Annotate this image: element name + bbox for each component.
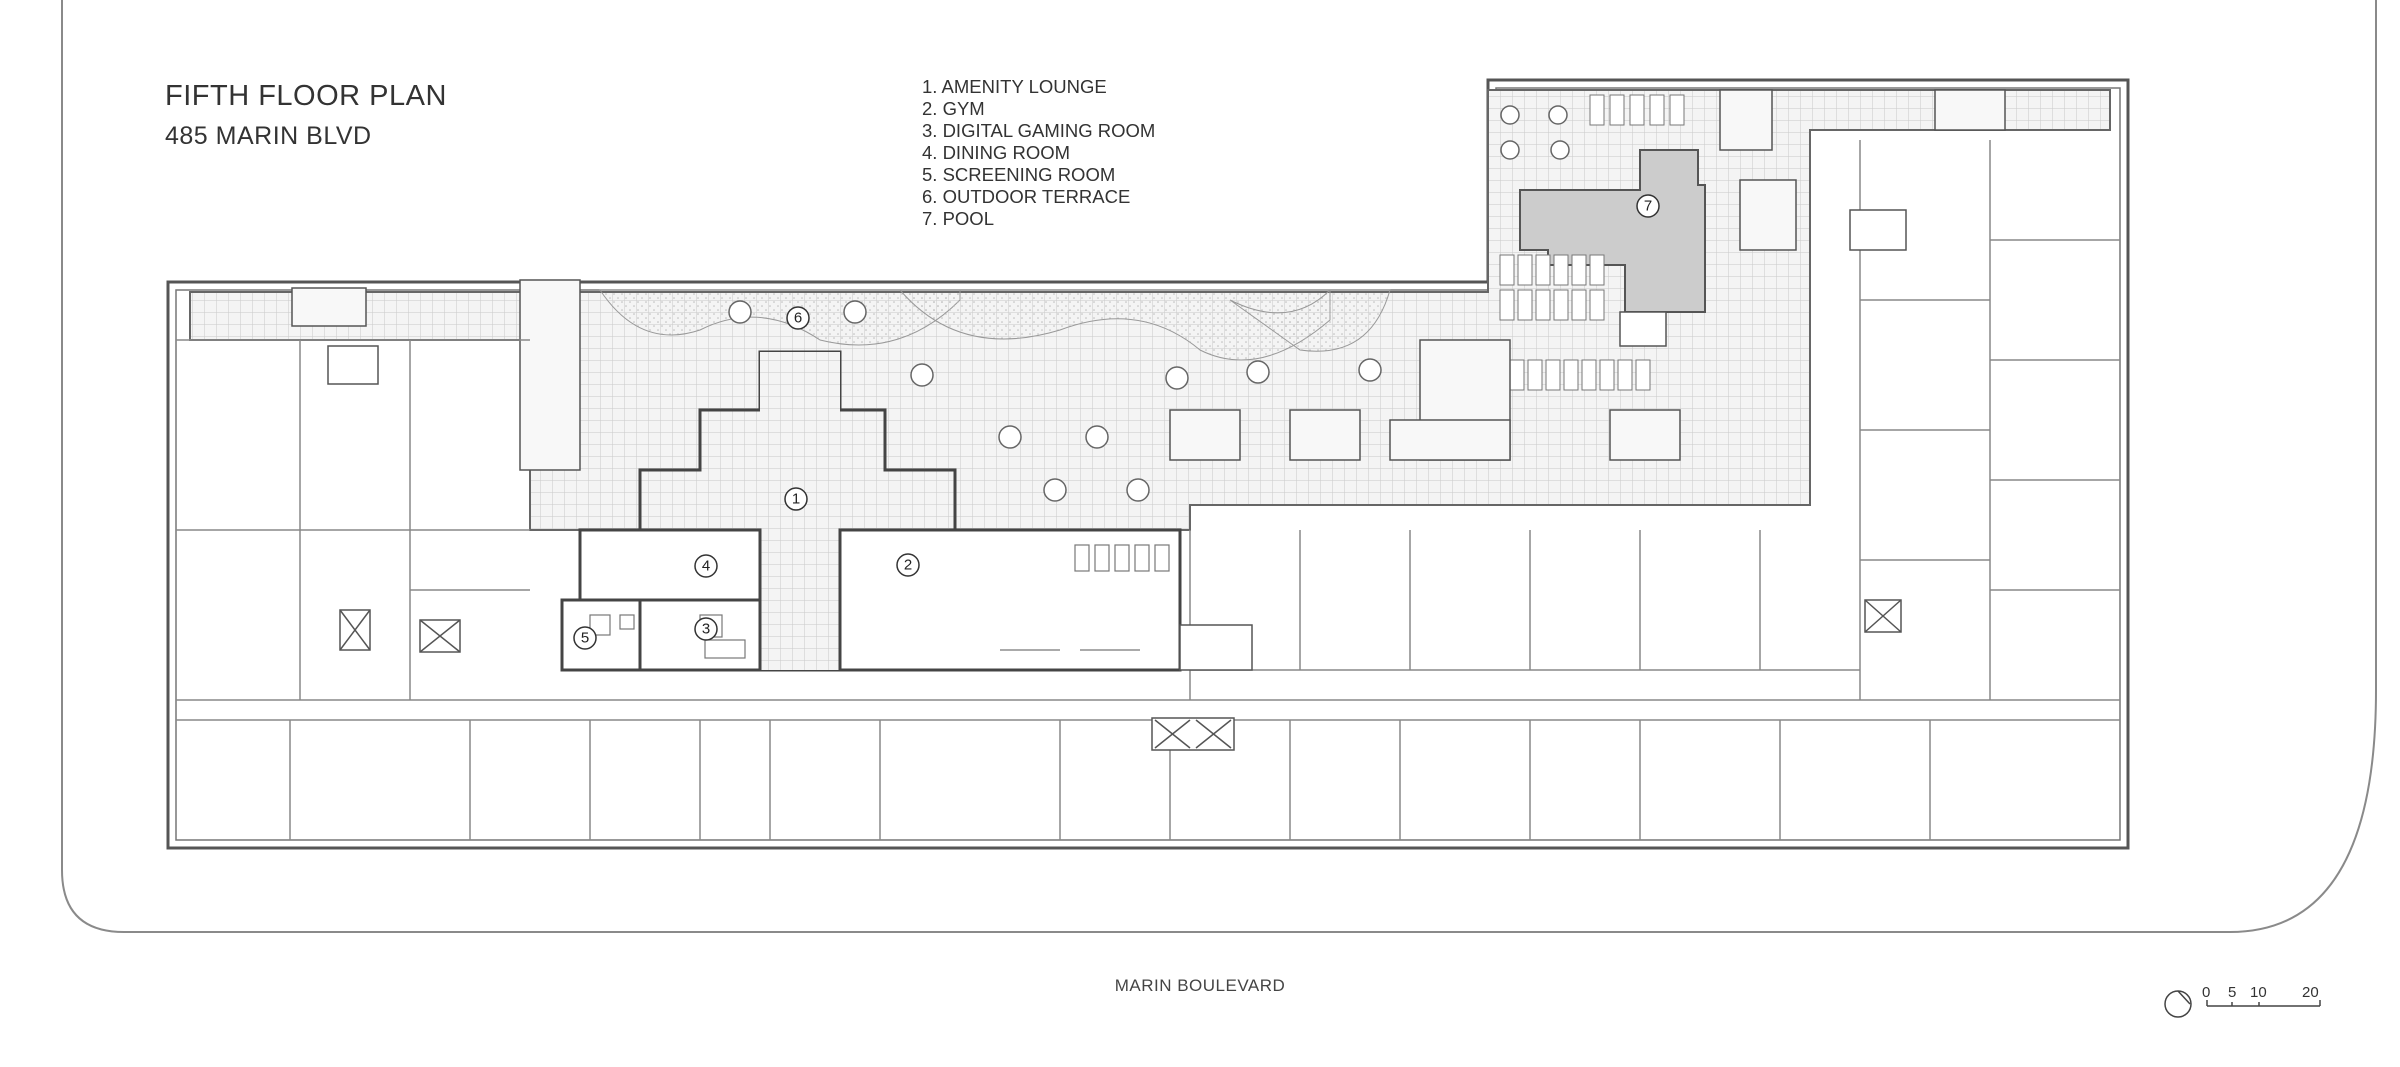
plan-title: FIFTH FLOOR PLAN (165, 80, 447, 112)
scale-tick-label: 5 (2228, 984, 2237, 1001)
room-marker-5 (573, 626, 597, 650)
scale-bar-graphic (2164, 990, 2321, 1018)
scale-tick-label: 10 (2250, 984, 2267, 1001)
room-markers (573, 194, 1660, 650)
legend-item: 3. DIGITAL GAMING ROOM (922, 120, 1156, 141)
room-marker-label: 4 (702, 558, 710, 575)
site-boundary (61, 0, 2377, 933)
room-marker-label: 5 (581, 630, 589, 647)
room-legend: 1. AMENITY LOUNGE 2. GYM 3. DIGITAL GAMI… (922, 76, 1155, 230)
room-marker-6 (786, 306, 810, 330)
pool (1519, 149, 1706, 313)
dining-room (578, 528, 762, 602)
room-marker-label: 3 (702, 621, 710, 638)
room-marker-3 (694, 617, 718, 641)
legend-item: 4. DINING ROOM (922, 142, 1071, 163)
legend-item: 5. SCREENING ROOM (922, 164, 1116, 185)
room-marker-label: 7 (1644, 198, 1652, 215)
legend-item: 6. OUTDOOR TERRACE (922, 186, 1131, 207)
room-marker-label: 6 (794, 310, 802, 327)
scale-bar: 0 5 10 20 (2162, 982, 2322, 1022)
plan-address: 485 MARIN BLVD (165, 122, 372, 150)
legend-item: 7. POOL (922, 208, 994, 229)
legend-item: 2. GYM (922, 98, 985, 119)
north-arrow-icon (2164, 990, 2192, 1018)
room-marker-2 (896, 553, 920, 577)
planting-area (599, 289, 961, 346)
planting-area (898, 289, 1331, 361)
planting-area (1229, 289, 1391, 352)
room-marker-label: 2 (904, 557, 912, 574)
room-marker-label: 1 (792, 491, 800, 508)
gym-room (838, 528, 1182, 672)
room-marker-1 (784, 487, 808, 511)
room-marker-4 (694, 554, 718, 578)
scale-tick-label: 0 (2202, 984, 2211, 1001)
scale-tick-label: 20 (2302, 984, 2319, 1001)
room-marker-7 (1636, 194, 1660, 218)
legend-item: 1. AMENITY LOUNGE (922, 76, 1107, 97)
street-label: MARIN BOULEVARD (1114, 976, 1286, 995)
